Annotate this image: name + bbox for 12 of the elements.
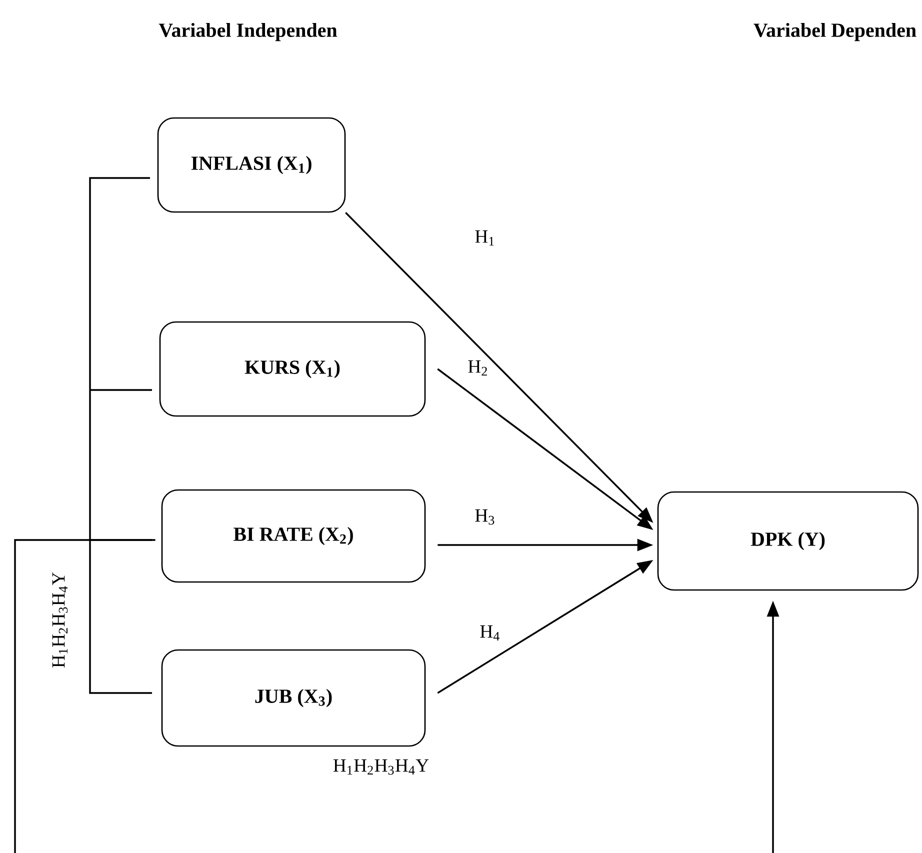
rotated-label: H$_{1}$H$_{2}$H$_{3}$H$_{4}$Y xyxy=(52,572,68,668)
variable-box: KURS (X$_{1}$) xyxy=(159,321,426,417)
variable-box: BI RATE (X$_{2}$) xyxy=(161,489,426,583)
edge-label: H$_{3}$ xyxy=(473,508,497,526)
heading: Variabel Independen xyxy=(158,22,338,42)
heading: Variabel Dependen xyxy=(754,22,916,42)
variable-box: INFLASI (X$_{1}$) xyxy=(157,117,346,213)
edge-label: H$_{2}$ xyxy=(466,359,490,377)
variable-box: JUB (X$_{3}$) xyxy=(161,649,426,747)
variable-box: DPK (Y) xyxy=(657,491,919,591)
edge-label: H$_{4}$ xyxy=(478,624,502,642)
edge-label: H$_{1}$ xyxy=(473,229,497,247)
